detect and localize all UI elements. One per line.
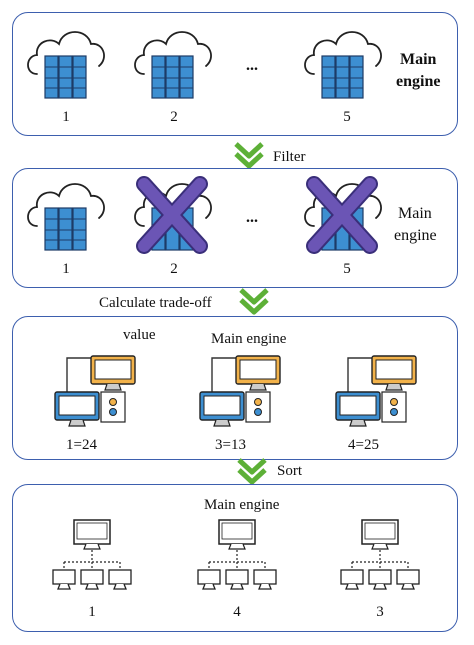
sorted-label-1: 1	[88, 604, 96, 620]
panel-tradeoff	[12, 316, 458, 460]
server-label-2: 2	[170, 261, 178, 277]
server-label-5: 5	[343, 109, 351, 125]
network-topology-icon	[52, 519, 132, 590]
server-label-1: 1	[62, 109, 70, 125]
main-engine-label-line2: engine	[394, 227, 437, 244]
down-arrow-icon	[234, 142, 264, 169]
tradeoff-value-2: 3=13	[215, 437, 246, 453]
sorted-label-3: 3	[376, 604, 384, 620]
server-label-5: 5	[343, 261, 351, 277]
tradeoff-value-3: 4=25	[348, 437, 379, 453]
computer-pair-icon	[335, 355, 417, 427]
cloud-server-crossed-icon	[134, 176, 212, 254]
step-label-filter: Filter	[273, 149, 306, 165]
cloud-server-crossed-icon	[304, 176, 382, 254]
panel-sorted	[12, 484, 458, 632]
ellipsis: ...	[246, 57, 258, 74]
cloud-server-icon	[27, 183, 105, 251]
panel-title: Main engine	[211, 331, 287, 347]
main-engine-label-line1: Main	[400, 51, 437, 68]
sorted-label-2: 4	[233, 604, 241, 620]
panel-title: Main engine	[204, 497, 280, 513]
down-arrow-icon	[237, 458, 267, 485]
down-arrow-icon	[239, 288, 269, 315]
step-label-calculate: Calculate trade-off	[99, 295, 212, 311]
main-engine-label-line1: Main	[398, 205, 432, 222]
ellipsis: ...	[246, 209, 258, 226]
network-topology-icon	[197, 519, 277, 590]
main-engine-label-line2: engine	[396, 73, 441, 90]
cloud-server-icon	[304, 31, 382, 99]
step-label-sort: Sort	[277, 463, 303, 479]
server-label-1: 1	[62, 261, 70, 277]
computer-pair-icon	[54, 355, 136, 427]
network-topology-icon	[340, 519, 420, 590]
server-label-2: 2	[170, 109, 178, 125]
cloud-server-icon	[134, 31, 212, 99]
computer-pair-icon	[199, 355, 281, 427]
cloud-server-icon	[27, 31, 105, 99]
tradeoff-value-1: 1=24	[66, 437, 97, 453]
value-label: value	[123, 327, 156, 343]
